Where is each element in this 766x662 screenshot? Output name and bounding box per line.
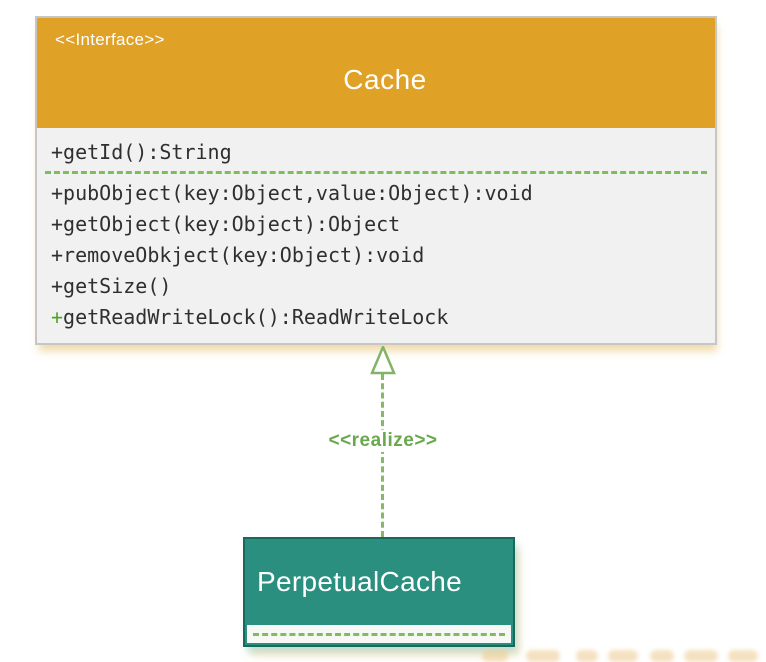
visibility-marker: +: [51, 305, 64, 329]
method-line: +getObject(key:Object):Object: [43, 209, 709, 240]
visibility-marker: +: [51, 243, 64, 267]
uml-interface-box-cache: <<Interface>> Cache +getId():String +pub…: [35, 16, 717, 345]
class-name: PerpetualCache: [257, 566, 462, 597]
visibility-marker: +: [51, 212, 64, 236]
method-line: +pubObject(key:Object,value:Object):void: [43, 178, 709, 209]
visibility-marker: +: [51, 181, 64, 205]
section-divider: [45, 171, 707, 174]
class-members-section: [247, 625, 511, 643]
method-text: removeObkject(key:Object):void: [63, 243, 425, 267]
method-line: +getReadWriteLock():ReadWriteLock: [43, 302, 709, 333]
realization-arrowhead-icon: [370, 346, 396, 375]
method-text: pubObject(key:Object,value:Object):void: [63, 181, 533, 205]
method-text: getReadWriteLock():ReadWriteLock: [63, 305, 449, 329]
attribute-text: getId():String: [63, 140, 232, 164]
realization-label: <<realize>>: [325, 430, 441, 452]
visibility-marker: +: [51, 140, 64, 164]
interface-name: Cache: [343, 64, 427, 95]
attribute-line: +getId():String: [43, 136, 709, 169]
section-divider: [253, 632, 505, 636]
realization-dashed-line: [381, 374, 384, 537]
watermark: [480, 644, 766, 662]
method-line: +getSize(): [43, 271, 709, 302]
uml-class-box-perpetualcache: PerpetualCache: [243, 537, 515, 647]
interface-members-section: +getId():String +pubObject(key:Object,va…: [37, 128, 715, 343]
interface-header: <<Interface>> Cache: [37, 18, 715, 128]
interface-stereotype: <<Interface>>: [55, 30, 165, 49]
method-text: getObject(key:Object):Object: [63, 212, 401, 236]
visibility-marker: +: [51, 274, 64, 298]
method-text: getSize(): [63, 274, 172, 298]
method-line: +removeObkject(key:Object):void: [43, 240, 709, 271]
